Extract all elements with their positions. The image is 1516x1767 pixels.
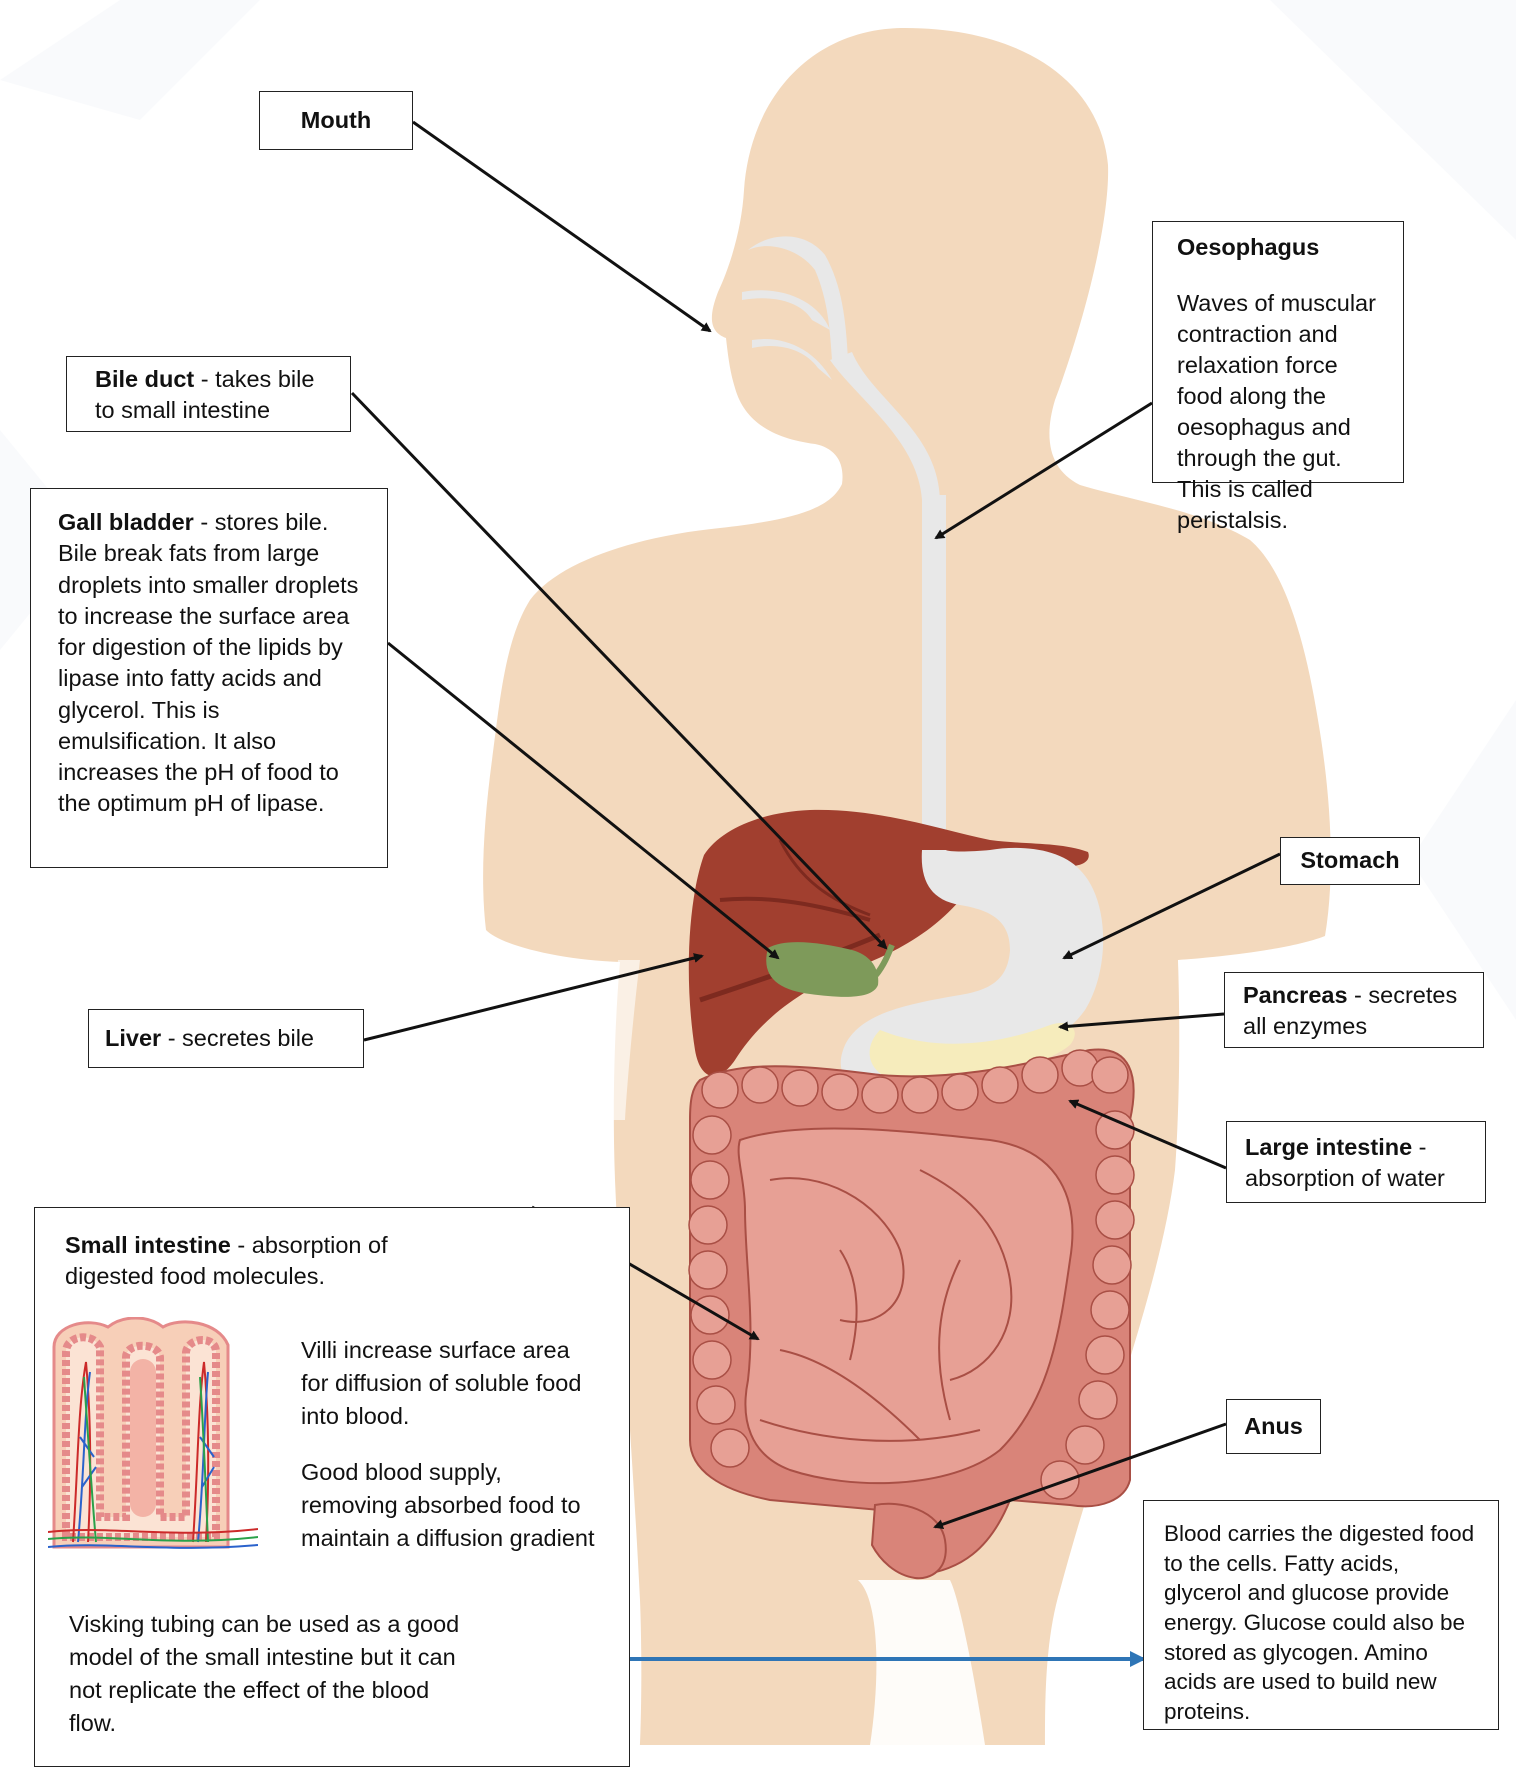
stomach-label: Stomach: [1280, 837, 1420, 885]
liver-title: Liver: [105, 1025, 161, 1051]
blood-description: Blood carries the digested food to the c…: [1164, 1521, 1474, 1724]
villi-illustration: [48, 1317, 258, 1562]
oesophagus-description: Waves of muscular contraction and relaxa…: [1177, 288, 1379, 536]
gall-bladder-title: Gall bladder: [58, 509, 194, 535]
pancreas-title: Pancreas: [1243, 982, 1348, 1008]
blood-supply-description: Good blood supply, removing absorbed foo…: [301, 1456, 601, 1555]
stomach-text: Stomach: [1300, 845, 1399, 876]
gall-bladder-label: Gall bladder - stores bile. Bile break f…: [30, 488, 388, 868]
mouth-label: Mouth: [259, 91, 413, 150]
oesophagus-label: Oesophagus Waves of muscular contraction…: [1152, 221, 1404, 483]
anus-label: Anus: [1226, 1399, 1321, 1454]
large-intestine-title: Large intestine: [1245, 1134, 1412, 1160]
liver-description: - secretes bile: [161, 1025, 314, 1051]
small-intestine-heading: Small intestine - absorption of digested…: [65, 1230, 425, 1292]
blood-label: Blood carries the digested food to the c…: [1143, 1500, 1499, 1730]
large-intestine-label: Large intestine - absorption of water: [1226, 1121, 1486, 1203]
gall-bladder-description: - stores bile. Bile break fats from larg…: [58, 509, 358, 816]
bile-duct-label: Bile duct - takes bile to small intestin…: [66, 356, 351, 432]
bile-duct-title: Bile duct: [95, 366, 194, 392]
pancreas-label: Pancreas - secretes all enzymes: [1224, 972, 1484, 1048]
villi-description: Villi increase surface area for diffusio…: [301, 1334, 601, 1433]
oesophagus-title: Oesophagus: [1177, 232, 1379, 263]
visking-tubing-description: Visking tubing can be used as a good mod…: [69, 1608, 479, 1740]
small-intestine-title: Small intestine: [65, 1232, 231, 1258]
mouth-text: Mouth: [301, 105, 371, 136]
anus-text: Anus: [1244, 1411, 1303, 1442]
mouth-arrow: [413, 122, 710, 331]
liver-label: Liver - secretes bile: [88, 1009, 364, 1068]
